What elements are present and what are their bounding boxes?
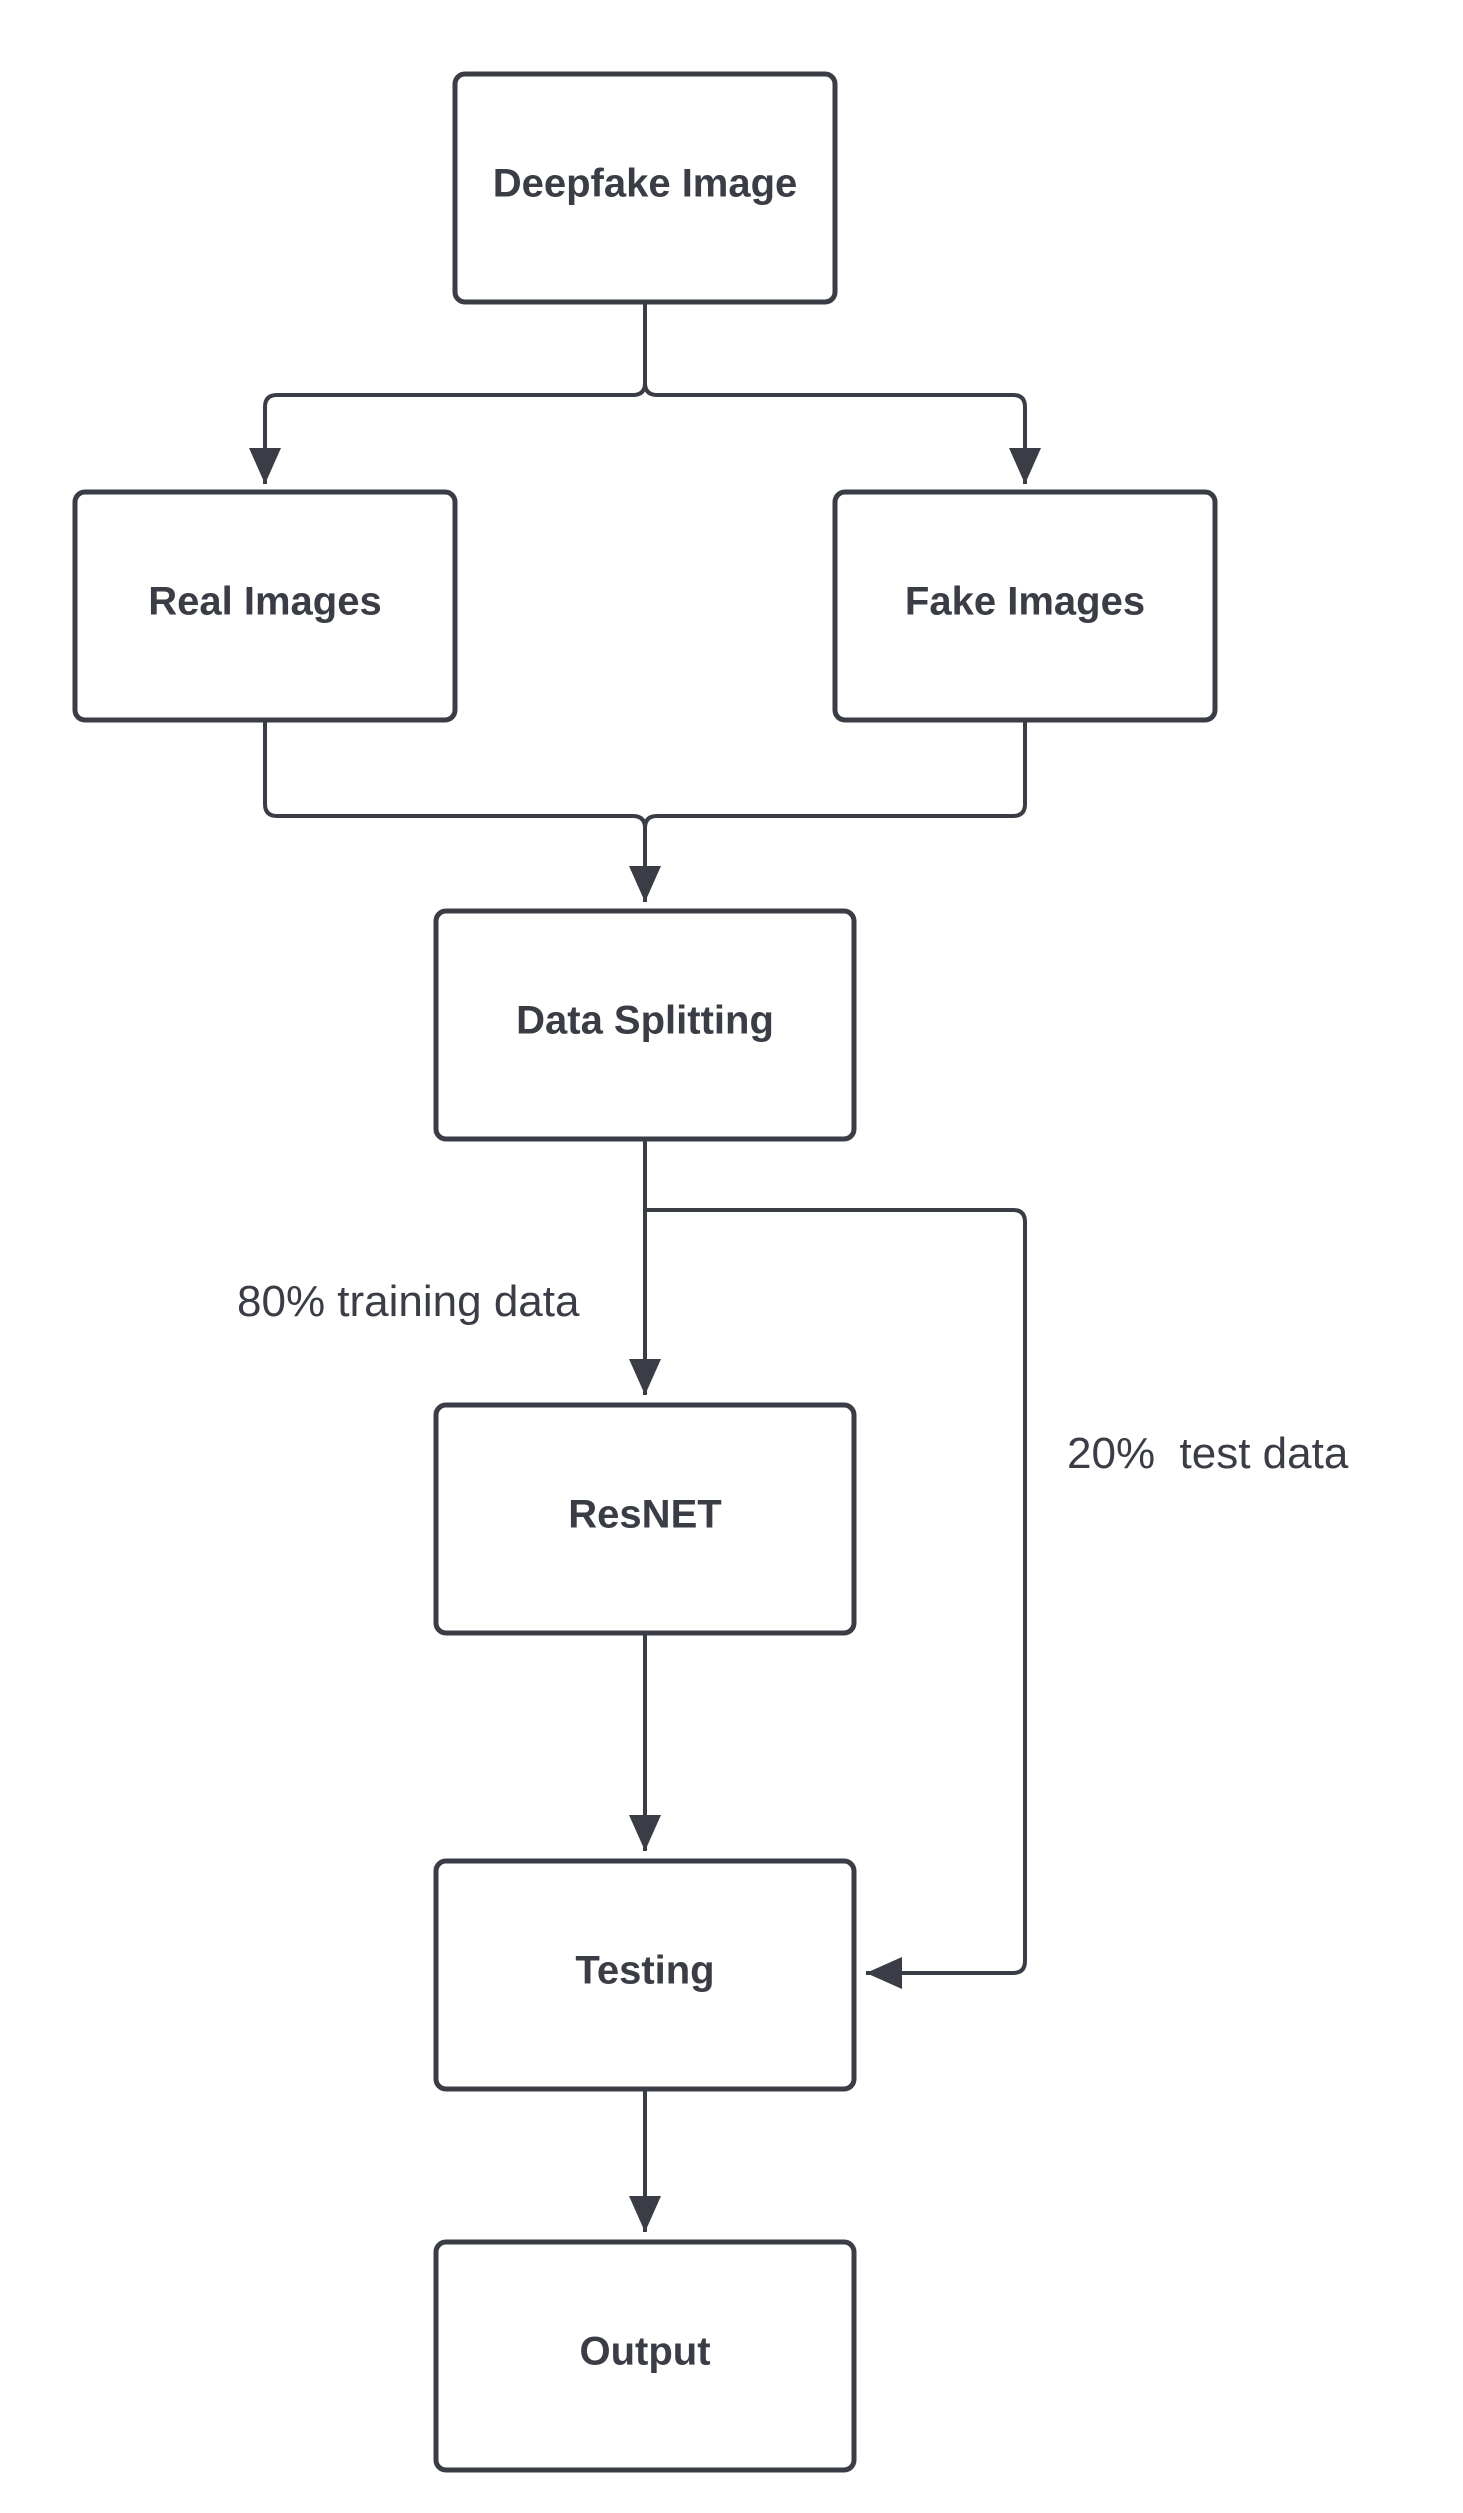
node-fake-images: Fake Images (832, 489, 1218, 723)
node-data-splitting: Data Splitting (433, 908, 857, 1142)
node-testing: Testing (433, 1858, 857, 2092)
node-label-resnet: ResNET (568, 1493, 721, 1537)
node-label-real-images: Real Images (148, 580, 381, 624)
node-label-testing: Testing (575, 1949, 714, 1993)
edge-real-images-to-data-splitting (263, 720, 661, 902)
node-output: Output (433, 2239, 857, 2473)
edge-deepfake-to-fake-images (643, 302, 1041, 484)
node-label-data-splitting: Data Splitting (516, 999, 774, 1043)
node-deepfake-image: Deepfake Image (452, 71, 838, 305)
edge-data-splitting-to-testing (645, 1208, 1027, 1989)
edge-fake-images-to-data-splitting (643, 720, 1027, 902)
node-label-output: Output (579, 2330, 710, 2374)
node-resnet: ResNET (433, 1402, 857, 1636)
edge-deepfake-to-real-images (249, 302, 647, 484)
node-label-fake-images: Fake Images (905, 580, 1145, 624)
edge-label-test-data: 20% test data (1067, 1429, 1349, 1478)
node-label-deepfake-image: Deepfake Image (493, 162, 798, 206)
edge-label-training-data: 80% training data (237, 1277, 580, 1326)
node-real-images: Real Images (72, 489, 458, 723)
